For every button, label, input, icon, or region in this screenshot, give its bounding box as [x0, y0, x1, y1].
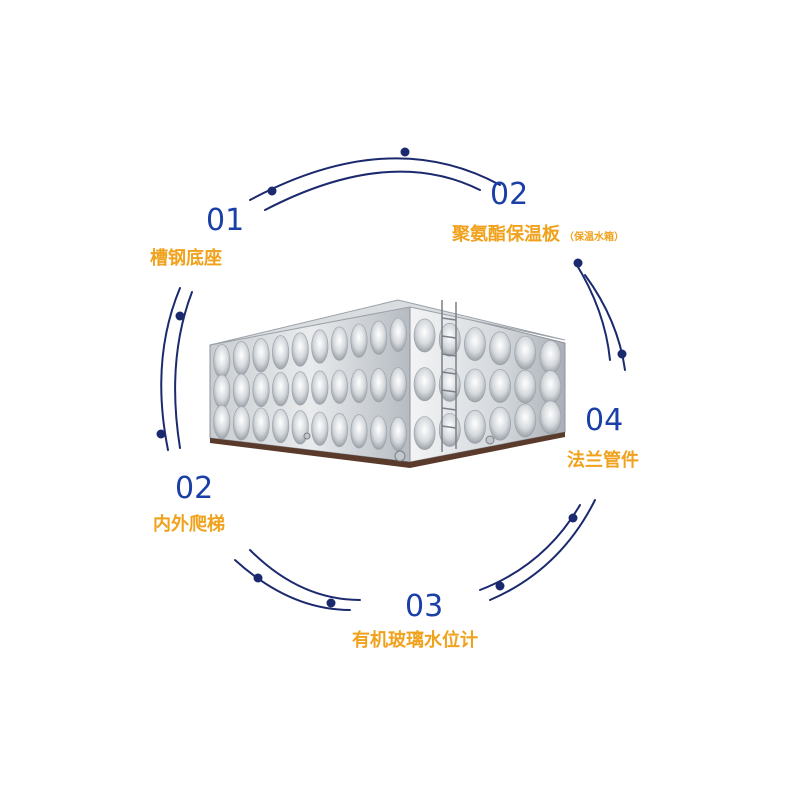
- tank-panel: [232, 341, 250, 376]
- tank-panel: [350, 323, 368, 358]
- arc-right-inner: [574, 261, 611, 361]
- tank-panel: [370, 320, 388, 355]
- tank-panel: [464, 368, 486, 403]
- tank-panel: [464, 409, 486, 444]
- tank-panel: [539, 340, 562, 374]
- tank-panel: [311, 329, 329, 364]
- arc-bottom-outer: [234, 559, 351, 611]
- feature-label-2-note: （保温水箱）: [564, 232, 624, 243]
- tank-panel: [389, 416, 407, 452]
- feature-label-4: 法兰管件: [567, 450, 639, 471]
- tank-panel: [489, 406, 511, 441]
- feature-label-2-text: 聚氨酯保温板: [452, 224, 560, 245]
- arc-dot: [400, 147, 410, 157]
- arc-lower-right-outer: [489, 499, 596, 601]
- tank-panel: [330, 326, 348, 361]
- tank-panel: [213, 404, 231, 440]
- feature-number-1: 01: [206, 203, 245, 238]
- tank-panel: [232, 373, 250, 408]
- tank-panel: [330, 369, 348, 404]
- tank-panel: [389, 317, 407, 352]
- tank-panel: [370, 368, 388, 403]
- arc-top-inner: [264, 170, 481, 211]
- tank-panel: [213, 344, 231, 379]
- feature-number-2: 02: [490, 177, 529, 212]
- tank-panel: [311, 370, 329, 405]
- tank-panel: [413, 318, 436, 353]
- tank-panel: [438, 413, 461, 447]
- tank-panel: [350, 414, 368, 449]
- feature-number-4: 04: [585, 403, 624, 438]
- tank-left-panels: [213, 317, 407, 452]
- feature-label-5: 有机玻璃水位计: [352, 630, 478, 651]
- tank-panel: [291, 332, 309, 367]
- arc-dot: [156, 429, 166, 439]
- tank-panel: [330, 412, 348, 448]
- arc-dot: [573, 258, 583, 268]
- tank-panel: [489, 369, 511, 403]
- tank-panel: [464, 327, 486, 361]
- tank-panel: [514, 335, 537, 370]
- arc-dot: [617, 349, 627, 359]
- arc-dot: [495, 581, 505, 591]
- tank-panel: [413, 367, 436, 402]
- arc-left-inner: [174, 291, 193, 449]
- tank-panel: [272, 335, 290, 370]
- tank-panel: [413, 416, 436, 450]
- feature-number-3: 02: [175, 471, 214, 506]
- arc-dot: [175, 311, 185, 321]
- tank-ladder: [441, 300, 457, 452]
- feature-label-1: 槽钢底座: [150, 248, 222, 269]
- tank-panel: [232, 406, 250, 441]
- tank-panel: [514, 369, 537, 404]
- tank-panel: [252, 407, 270, 442]
- tank-panel: [252, 372, 270, 408]
- feature-number-5: 03: [405, 589, 444, 624]
- tank-panel: [311, 411, 329, 446]
- tank-right-panels: [413, 318, 562, 450]
- arc-dot: [253, 573, 263, 583]
- tank-panel: [252, 338, 270, 373]
- feature-label-3: 内外爬梯: [153, 514, 225, 535]
- tank-panel: [213, 374, 231, 409]
- tank-panel: [514, 403, 537, 438]
- tank-panel: [272, 408, 290, 444]
- tank-panel: [539, 370, 562, 405]
- tank-flange: [394, 450, 406, 462]
- arc-dot: [326, 598, 336, 608]
- arc-dot: [267, 186, 277, 196]
- tank-panel: [350, 368, 368, 404]
- arc-bottom-inner: [249, 549, 361, 601]
- arc-dot: [568, 513, 578, 523]
- tank-panel: [272, 372, 290, 407]
- tank-panel: [489, 331, 511, 366]
- arc-right-outer: [584, 274, 626, 371]
- tank-flange: [303, 432, 311, 440]
- arc-top-outer: [249, 157, 501, 201]
- tank-panel: [389, 367, 407, 402]
- tank-panel: [438, 322, 461, 357]
- tank-panel: [438, 367, 461, 402]
- tank-panel: [539, 400, 562, 435]
- tank-flange: [485, 435, 495, 445]
- tank-panel: [370, 415, 388, 450]
- arc-left-outer: [160, 287, 181, 451]
- water-tank-image: [209, 299, 566, 468]
- feature-label-2: 聚氨酯保温板 （保温水箱）: [452, 226, 624, 244]
- tank-panel: [291, 371, 309, 406]
